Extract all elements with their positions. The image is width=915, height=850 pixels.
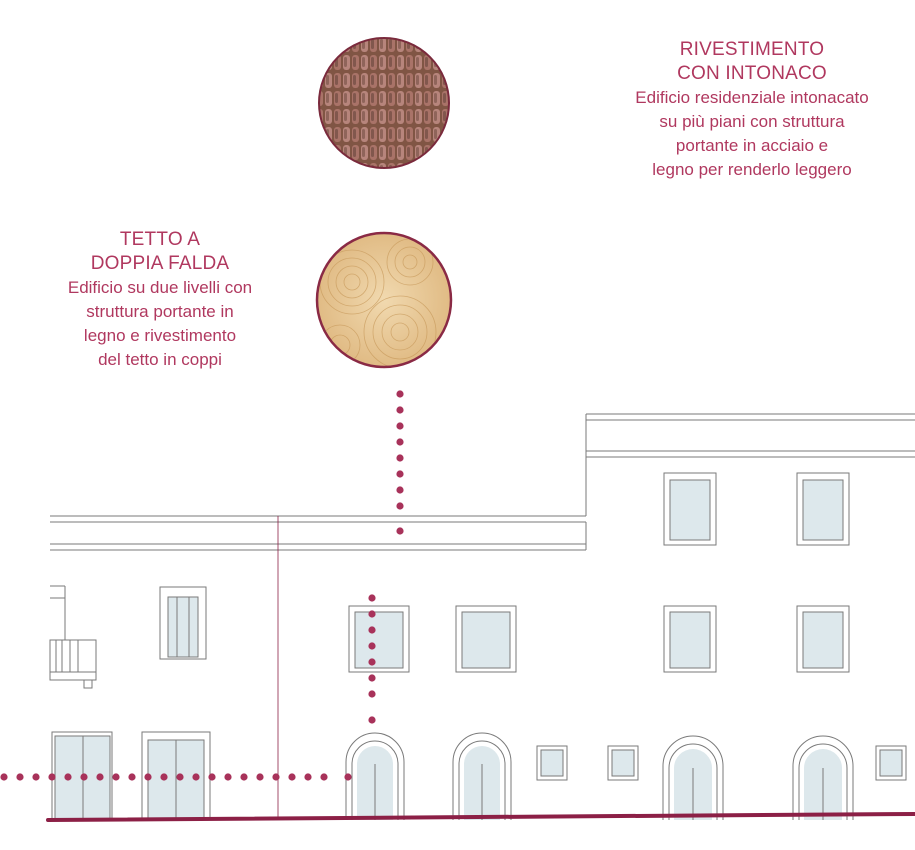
label-plaster-cladding: RIVESTIMENTO CON INTONACO Edificio resid… [582, 38, 915, 182]
label-right-desc-3: portante in acciaio e [675, 136, 829, 155]
label-left-desc-2: struttura portante in [86, 302, 234, 321]
label-double-pitch-roof: TETTO A DOPPIA FALDA Edificio su due liv… [10, 228, 310, 372]
label-right-title-2: CON INTONACO [677, 63, 827, 84]
roof-tiles-swatch [318, 37, 450, 169]
label-right-title-1: RIVESTIMENTO [679, 39, 825, 60]
ground-line [46, 812, 915, 822]
label-left-title-1: TETTO A [119, 229, 201, 250]
label-left-desc-1: Edificio su due livelli con [67, 278, 253, 297]
leader-wood-to-roof [396, 390, 404, 535]
leader-window-to-door [368, 594, 376, 724]
leader-lines [0, 390, 404, 781]
label-left-desc-4: del tetto in coppi [98, 350, 222, 369]
label-right-desc-4: legno per renderlo leggero [652, 160, 852, 179]
leader-horizontal [0, 773, 352, 781]
label-left-title-2: DOPPIA FALDA [90, 253, 230, 274]
right-building [345, 413, 915, 820]
label-left-desc-3: legno e rivestimento [83, 326, 237, 345]
label-right-desc-2: su più piani con struttura [659, 112, 845, 131]
wood-swatch [315, 231, 453, 369]
label-right-desc-1: Edificio residenziale intonacato [635, 88, 869, 107]
